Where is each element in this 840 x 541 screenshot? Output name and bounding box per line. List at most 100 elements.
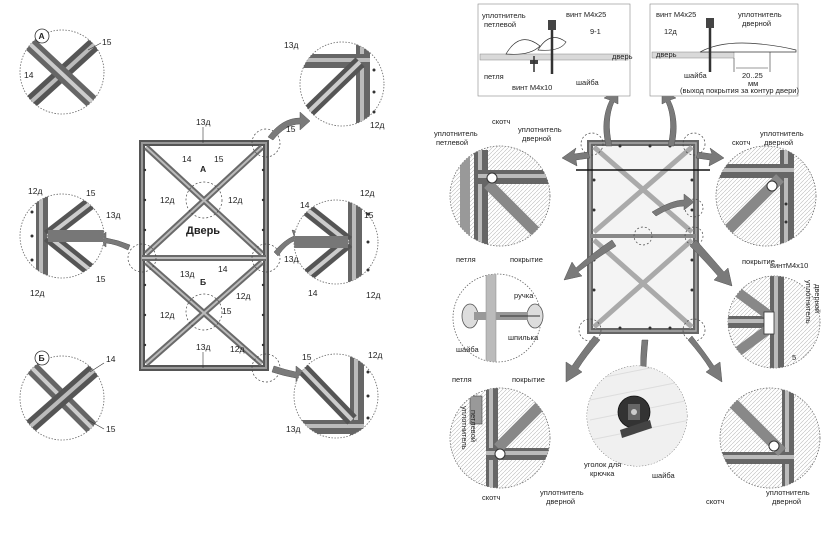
r5-seal-door-line2: дверной — [546, 497, 575, 506]
r5-cover: покрытие — [512, 375, 545, 384]
label-12d-right-mid: 12д — [236, 291, 250, 301]
label-12d-l3-bottom: 12д — [366, 290, 380, 300]
tl-seal-hinge-line2: петлевой — [484, 20, 516, 29]
r4-part-5: 5 — [792, 353, 796, 362]
label-15-b: 15 — [106, 424, 116, 434]
r7-seal-door-line2: дверной — [772, 497, 801, 506]
r2-seal-door-line1: уплотнитель — [760, 129, 804, 138]
r3-washer: шайба — [456, 345, 480, 354]
callout-a-frame: А — [200, 164, 206, 174]
tl-door: дверь — [612, 52, 633, 61]
label-14-lower: 14 — [218, 264, 228, 274]
detail-circle-top-right-corner: 13д 15 12д — [284, 40, 384, 134]
tl-screw-m4x10: винт М4х10 — [512, 83, 552, 92]
r1-seal-hinge-line2: петлевой — [436, 138, 468, 147]
label-14-a: 14 — [24, 70, 34, 80]
tr-washer: шайба — [684, 71, 708, 80]
tr-dim-unit: мм — [748, 79, 758, 88]
r3-stud: шпилька — [508, 333, 539, 342]
detail-circle-right-mid: 14 12д 15 13д 14 12д — [284, 188, 380, 300]
r6-hook-corner-line2: крючка — [590, 469, 615, 478]
callout-b-frame: Б — [200, 277, 206, 287]
r1-hinge: петля — [456, 255, 476, 264]
detail-box-door-seal: винт М4х25 уплотнитель дверной 12д дверь… — [649, 3, 799, 97]
label-12d-l2-bottom: 12д — [30, 288, 44, 298]
r4-seal-door-line2: дверной — [813, 284, 822, 313]
r5-hinge: петля — [452, 375, 472, 384]
label-15-l1: 15 — [286, 124, 296, 134]
tl-part-91: 9-1 — [590, 27, 601, 36]
r2-cover: покрытие — [742, 257, 775, 266]
label-15-a: 15 — [102, 37, 112, 47]
tr-dim-note: (выход покрытия за контур двери) — [680, 86, 799, 95]
tl-screw-m4x25: винт М4х25 — [566, 10, 606, 19]
r5-tape: скотч — [482, 493, 501, 502]
label-15-l4: 15 — [302, 352, 312, 362]
label-15-l2-bottom: 15 — [96, 274, 106, 284]
detail-circle-left-mid: 12д 15 13д 15 12д — [19, 186, 120, 298]
r1-seal-door-line1: уплотнитель — [518, 125, 562, 134]
tr-seal-door-line1: уплотнитель — [738, 10, 782, 19]
r6-hook-corner-line1: уголок для — [584, 460, 621, 469]
r5-seal-hinge-line2: петлевой — [469, 410, 478, 442]
tr-seal-door-line2: дверной — [742, 19, 771, 28]
label-13d-middle: 13д — [180, 269, 194, 279]
detail-circle-r5: петля покрытие уплотнитель петлевой скот… — [449, 375, 584, 506]
detail-box-hinge-seal: уплотнитель петлевой винт М4х25 9-1 двер… — [477, 3, 633, 97]
r7-tape: скотч — [706, 497, 725, 506]
r5-seal-hinge-line1: уплотнитель — [460, 406, 469, 450]
detail-circle-bottom-right-corner: 15 12д 13д — [286, 350, 382, 439]
label-14-upper: 14 — [182, 154, 192, 164]
detail-circle-b: Б 14 15 — [19, 350, 116, 441]
label-12d-left-lower: 12д — [160, 310, 174, 320]
door-label: Дверь — [186, 225, 220, 237]
label-15-lower: 15 — [222, 306, 232, 316]
r1-seal-door-line2: дверной — [522, 134, 551, 143]
callout-b-label: Б — [39, 353, 45, 363]
r4-screw-m4x10: винтМ4х10 — [770, 261, 808, 270]
r1-cover: покрытие — [510, 255, 543, 264]
label-14-l3-bottom: 14 — [308, 288, 318, 298]
label-12d-l2-top: 12д — [28, 186, 42, 196]
label-12d-right-lower: 12д — [230, 344, 244, 354]
tl-hinge: петля — [484, 72, 504, 81]
detail-circle-r2: уплотнитель дверной скотч покрытие — [715, 129, 817, 266]
label-13d-l1: 13д — [284, 40, 298, 50]
tl-seal-hinge-line1: уплотнитель — [482, 11, 526, 20]
label-15-l2-top: 15 — [86, 188, 96, 198]
tr-part-12d: 12д — [664, 27, 677, 36]
right-door-frame — [576, 132, 710, 342]
label-13d-l2: 13д — [106, 210, 120, 220]
detail-circle-r6-hook: уголок для крючка шайба — [584, 365, 688, 480]
label-13d-top: 13д — [196, 117, 210, 127]
r7-seal-door-line1: уплотнитель — [766, 488, 810, 497]
tr-dim-range: 20..25 — [742, 71, 763, 80]
label-13d-bottom: 13д — [196, 342, 210, 352]
callout-a-label: А — [39, 31, 45, 41]
tr-door: дверь — [656, 50, 677, 59]
r3-handle: ручка — [514, 291, 534, 300]
detail-circle-r1: уплотнитель петлевой скотч уплотнитель д… — [434, 117, 562, 264]
detail-circle-r3-handle: ручка шайба шпилька — [452, 273, 544, 363]
label-13d-l3: 13д — [284, 254, 298, 264]
label-15-upper: 15 — [214, 154, 224, 164]
label-14-l3-top: 14 — [300, 200, 310, 210]
r1-seal-hinge-line1: уплотнитель — [434, 129, 478, 138]
r2-tape: скотч — [732, 138, 751, 147]
r2-seal-door-line2: дверной — [764, 138, 793, 147]
label-12d-l1: 12д — [370, 120, 384, 130]
label-12d-left-upper: 12д — [160, 195, 174, 205]
label-12d-l4: 12д — [368, 350, 382, 360]
left-door-frame: 13д 14 15 А 12д 12д Дверь 13д 14 Б 12д 1… — [127, 117, 281, 383]
r5-seal-door-line1: уплотнитель — [540, 488, 584, 497]
r6-washer: шайба — [652, 471, 676, 480]
r1-tape: скотч — [492, 117, 511, 126]
tl-washer: шайба — [576, 78, 600, 87]
label-12d-right-upper: 12д — [228, 195, 242, 205]
detail-circle-r7: скотч уплотнитель дверной — [706, 387, 821, 506]
label-12d-l3-top: 12д — [360, 188, 374, 198]
label-15-l3: 15 — [364, 210, 374, 220]
detail-circle-r4: винтМ4х10 5 уплотнитель дверной — [727, 261, 822, 369]
